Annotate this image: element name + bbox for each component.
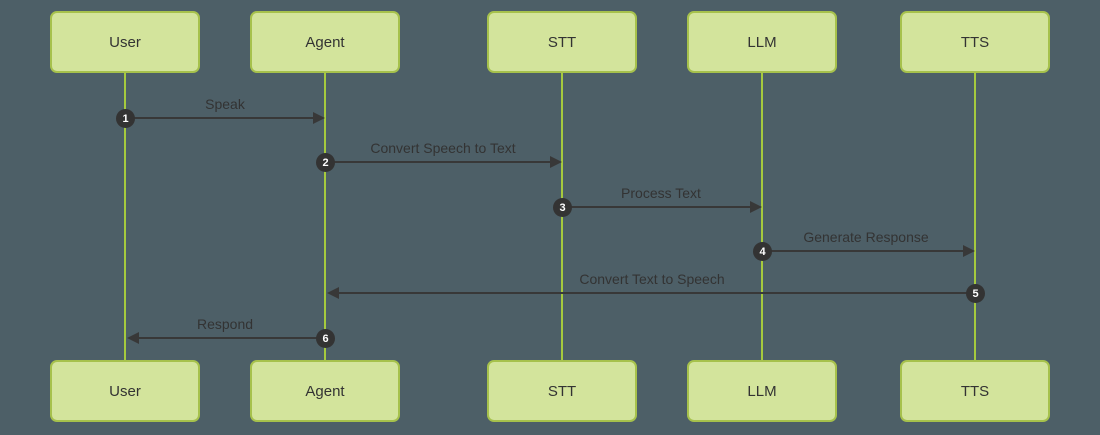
message-6-arrowhead [127, 332, 139, 344]
message-2-number-badge: 2 [316, 153, 335, 172]
message-1-arrowhead [313, 112, 325, 124]
actor-label: Agent [305, 33, 345, 51]
message-6-number-badge: 6 [316, 329, 335, 348]
message-6-label: Respond [196, 316, 254, 332]
message-5-arrowhead [327, 287, 339, 299]
message-6-line [139, 337, 325, 339]
actor-box-agent-bottom: Agent [250, 360, 400, 422]
message-3-number-badge: 3 [553, 198, 572, 217]
actor-label: STT [547, 382, 577, 400]
actor-label: TTS [960, 33, 990, 51]
message-1-label: Speak [205, 96, 245, 112]
message-2-label: Convert Speech to Text [370, 140, 516, 156]
actor-box-stt-bottom: STT [487, 360, 637, 422]
lifeline-llm [761, 73, 763, 361]
message-3-line [567, 206, 750, 208]
message-3-arrowhead [750, 201, 762, 213]
actor-label: LLM [747, 382, 777, 400]
message-4-line [767, 250, 963, 252]
message-1-number-badge: 1 [116, 109, 135, 128]
actor-label: LLM [747, 33, 777, 51]
message-4-arrowhead [963, 245, 975, 257]
message-3-label: Process Text [621, 185, 701, 201]
message-2-line [330, 161, 550, 163]
actor-box-llm-top: LLM [687, 11, 837, 73]
lifeline-tts [974, 73, 976, 361]
message-2-arrowhead [550, 156, 562, 168]
actor-label: User [109, 382, 141, 400]
actor-box-tts-top: TTS [900, 11, 1050, 73]
actor-box-agent-top: Agent [250, 11, 400, 73]
message-5-line [339, 292, 970, 294]
actor-label: User [109, 33, 141, 51]
actor-label: Agent [305, 382, 345, 400]
actor-box-tts-bottom: TTS [900, 360, 1050, 422]
message-4-number-badge: 4 [753, 242, 772, 261]
message-4-label: Generate Response [803, 229, 929, 245]
actor-box-user-bottom: User [50, 360, 200, 422]
actor-label: STT [547, 33, 577, 51]
message-5-number-badge: 5 [966, 284, 985, 303]
actor-box-stt-top: STT [487, 11, 637, 73]
actor-label: TTS [960, 382, 990, 400]
lifeline-agent [324, 73, 326, 361]
lifeline-stt [561, 73, 563, 361]
actor-box-llm-bottom: LLM [687, 360, 837, 422]
lifeline-user [124, 73, 126, 361]
message-5-label: Convert Text to Speech [579, 271, 725, 287]
message-1-line [130, 117, 313, 119]
actor-box-user-top: User [50, 11, 200, 73]
